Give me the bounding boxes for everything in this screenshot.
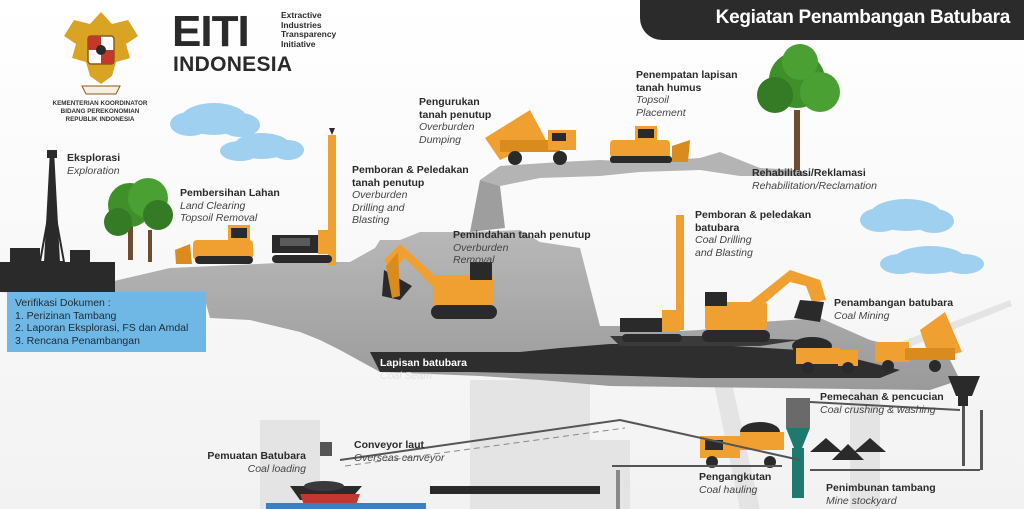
label-id: Penempatan lapisan — [636, 69, 738, 81]
label-en: Overseas canveyor — [354, 451, 445, 464]
eiti-subtitle-line: Initiative — [281, 38, 316, 49]
label-en: Coal crushing & washing — [820, 403, 936, 416]
washing-plant — [786, 398, 980, 498]
label-en: Overburden — [453, 241, 509, 254]
drill-rig-overburden — [272, 128, 336, 265]
label-en: Rehabilitation/Reclamation — [752, 179, 877, 192]
label-coal-drilling: Pemboran & peledakan batubara Coal Drill… — [695, 209, 811, 259]
drill-rig-coal — [620, 215, 684, 342]
ministry-line: BIDANG PEREKONOMIAN — [60, 108, 140, 115]
label-exploration: Eksplorasi Exploration — [67, 152, 120, 177]
crusher-hopper — [948, 376, 983, 470]
label-coal-loading: Pemuatan Batubara Coal loading — [204, 450, 306, 475]
label-en: Overburden — [352, 189, 408, 201]
eiti-logo: EITI — [172, 7, 250, 56]
label-coal-seam: Lapisan batubara Coal Seam — [380, 357, 467, 382]
label-en: Coal hauling — [699, 483, 758, 496]
doc-item: 1. Perizinan Tambang — [15, 309, 117, 322]
label-id: Pemboran & Peledakan — [352, 164, 469, 176]
document-verification-box: Verifikasi Dokumen : 1. Perizinan Tamban… — [7, 292, 206, 352]
topsoil-slope — [470, 180, 505, 232]
label-id: Pemuatan Batubara — [207, 450, 306, 462]
overseas-conveyor — [320, 418, 801, 509]
label-id: Penimbunan tambang — [826, 482, 936, 494]
label-overseas-conveyor: Conveyor laut Overseas canveyor — [354, 439, 444, 464]
label-en: Dumping — [419, 133, 462, 146]
dump-truck-coal-2 — [875, 312, 962, 372]
doc-item: 2. Laporan Eksplorasi, FS dan Amdal — [15, 322, 189, 334]
tree-right — [757, 44, 840, 170]
label-en: Coal Mining — [834, 309, 890, 322]
dump-truck-overburden — [485, 110, 576, 165]
label-id: Pembersihan Lahan — [180, 187, 280, 199]
page-title: Kegiatan Penambangan Batubara — [640, 0, 1024, 40]
label-coal-crushing: Pemecahan & pencucian Coal crushing & wa… — [820, 391, 944, 416]
label-topsoil-placement: Penempatan lapisan tanah humus Topsoil P… — [636, 69, 738, 119]
doc-heading: Verifikasi Dokumen : — [15, 297, 111, 309]
label-mine-stockyard: Penimbunan tambang Mine stockyard — [826, 482, 936, 507]
label-id: Pemindahan tanah penutup — [453, 229, 591, 241]
label-en: Removal — [453, 254, 495, 266]
label-id-2: batubara — [695, 221, 740, 234]
label-id: Lapisan batubara — [380, 357, 467, 369]
label-en: Topsoil Removal — [180, 212, 258, 224]
label-id: Pemboran & peledakan — [695, 209, 812, 221]
label-en: Coal Seam — [380, 369, 432, 382]
upper-terrace — [480, 152, 810, 186]
label-coal-mining: Penambangan batubara Coal Mining — [834, 297, 953, 322]
ministry-caption: KEMENTERIAN KOORDINATOR BIDANG PEREKONOM… — [40, 100, 160, 124]
stockyard-piles — [810, 438, 886, 460]
eiti-subtitle-line: Industries — [281, 19, 322, 30]
label-id-2: tanah penutup — [419, 108, 492, 121]
cloud-right — [860, 199, 984, 274]
label-overburden-removal: Pemindahan tanah penutup Overburden Remo… — [453, 229, 591, 267]
label-id: Pengangkutan — [699, 471, 772, 483]
dump-truck-coal-1 — [792, 337, 858, 374]
label-id: Rehabilitasi/Reklamasi — [752, 167, 866, 179]
cloud-left — [170, 103, 304, 161]
ministry-line: REPUBLIK INDONESIA — [65, 116, 135, 123]
coal-seam — [370, 344, 900, 378]
eiti-country: INDONESIA — [173, 53, 293, 76]
label-en: Land Clearing — [180, 199, 246, 212]
eiti-subtitle-line: Transparency — [281, 29, 337, 39]
label-en: and Blasting — [695, 246, 753, 259]
label-id: Pengurukan — [419, 96, 480, 108]
label-en: Mine stockyard — [826, 494, 897, 507]
label-en: Exploration — [67, 164, 120, 177]
tree-left — [104, 178, 173, 262]
label-id-2: tanah penutup — [352, 176, 425, 189]
doc-item: 3. Rencana Penambangan — [15, 334, 140, 347]
excavator-overburden — [382, 244, 497, 319]
ministry-line: KEMENTERIAN KOORDINATOR — [52, 100, 148, 107]
excavator-coal — [702, 270, 826, 342]
label-id-2: tanah humus — [636, 81, 702, 94]
label-id: Penambangan batubara — [834, 297, 954, 309]
label-coal-hauling: Pengangkutan Coal hauling — [699, 471, 771, 496]
label-id: Conveyor laut — [354, 439, 425, 451]
label-land-clearing: Pembersihan Lahan Land Clearing Topsoil … — [180, 187, 280, 225]
hauling-truck — [700, 422, 784, 468]
label-id: Eksplorasi — [67, 152, 121, 164]
label-en: Topsoil — [636, 94, 669, 106]
bulldozer-topsoil — [610, 126, 690, 163]
label-en: Blasting — [352, 214, 390, 226]
label-en: Overburden — [419, 121, 475, 133]
label-en: Drilling and — [352, 201, 405, 214]
label-rehabilitation: Rehabilitasi/Reklamasi Rehabilitation/Re… — [752, 167, 877, 192]
exploration-rig — [0, 150, 115, 292]
coal-loading-barge — [266, 481, 426, 509]
label-en: Coal Drilling — [695, 234, 752, 246]
label-en: Coal loading — [247, 462, 306, 475]
label-overburden-drilling: Pemboran & Peledakan tanah penutup Overb… — [352, 164, 469, 227]
label-overburden-dumping: Pengurukan tanah penutup Overburden Dump… — [419, 96, 491, 146]
garuda-emblem-icon — [64, 12, 138, 95]
bulldozer-land-clearing — [175, 225, 253, 264]
label-id: Pemecahan & pencucian — [820, 391, 944, 403]
eiti-subtitle: Extractive Industries Transparency Initi… — [281, 10, 337, 49]
label-en: Placement — [636, 106, 686, 119]
eiti-subtitle-line: Extractive — [281, 10, 322, 20]
